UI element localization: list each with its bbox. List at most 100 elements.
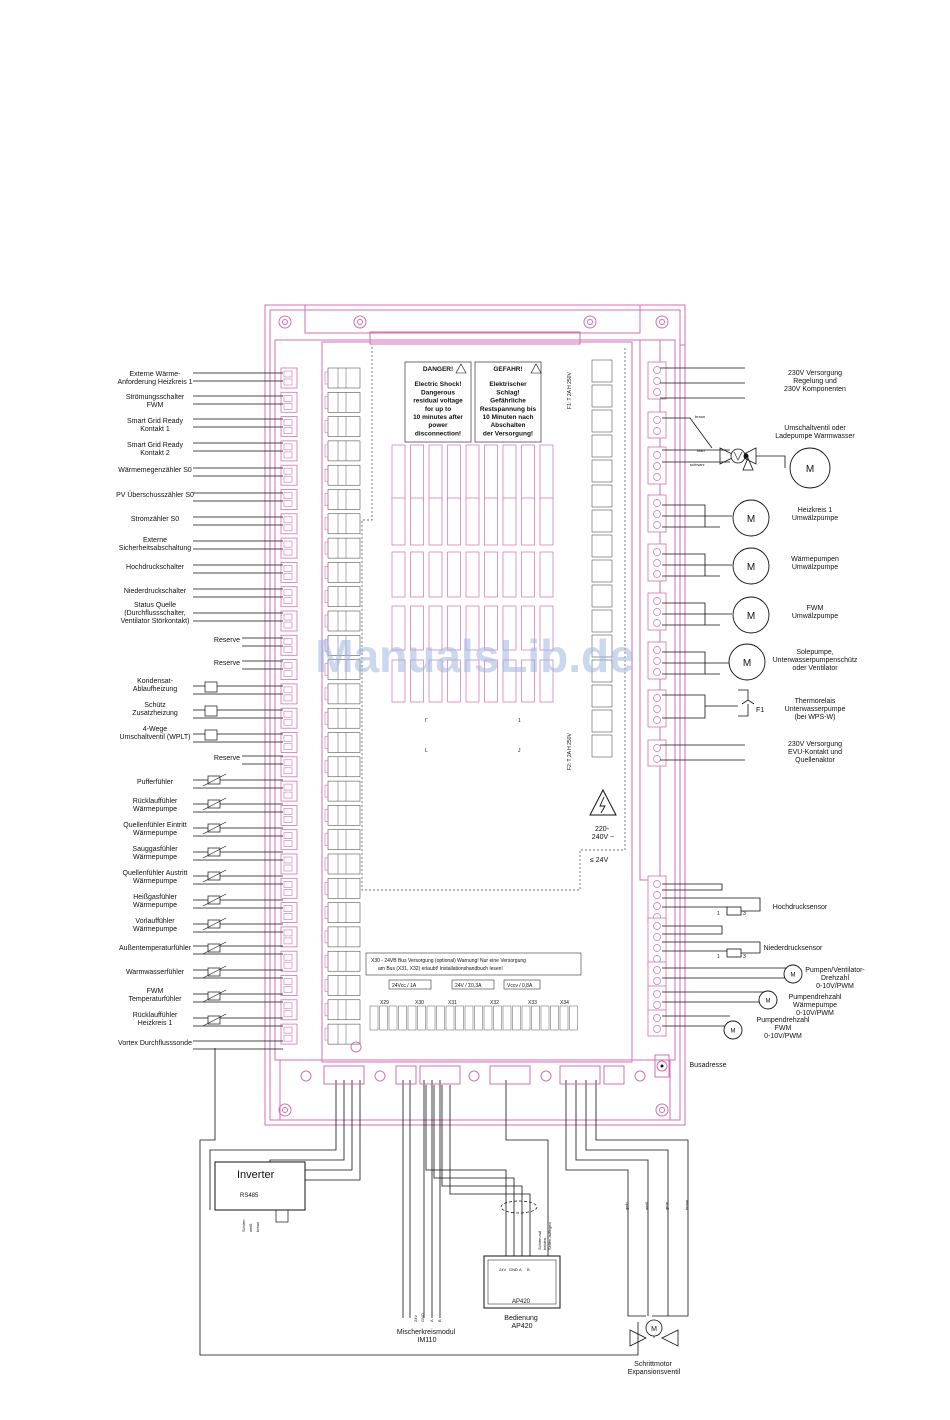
svg-text:B: B [437,1319,442,1322]
relay-mark-2: 1 [518,718,521,724]
left-labels: Externe Wärme-Anforderung Heizkreis 1 Str… [116,371,283,1050]
motor-7: M [731,1029,736,1035]
svg-text:RS485: RS485 [240,1193,259,1199]
svg-text:24V: 24V [413,1315,418,1322]
svg-text:A: A [429,1319,434,1322]
svg-text:Stromzähler S0: Stromzähler S0 [131,516,179,523]
watermark: ManualsLib.de [315,630,634,682]
wire-color-blue: blau [697,448,705,453]
right-terminal-strip [647,361,667,1037]
svg-text:Reserve: Reserve [214,755,240,762]
bottom-connector-row: X29 X30 X31 X32 X33 X34 [369,1000,578,1031]
svg-text:3: 3 [743,911,746,917]
svg-text:Busadresse: Busadresse [690,1062,727,1069]
f1-label: F1 [756,707,764,714]
bottom-wiring: M [199,1048,689,1356]
motor-0: M [806,464,814,475]
wire-color-black: schwarz [690,462,705,467]
svg-text:beiden: beiden [542,1238,547,1250]
svg-text:braun: braun [684,1200,689,1210]
bus-note-box: X30 - 24VB Bus Versorgung (optional) War… [365,952,582,990]
svg-text:gelb: gelb [624,1202,629,1210]
inverter-box: Inverter RS485 Schirm weiß braun [214,1161,306,1232]
svg-text:GND: GND [420,1313,425,1322]
svg-text:GND: GND [509,1267,518,1272]
stepper-wire-colors: gelb weiß grün braun [624,1200,689,1210]
svg-text:Hochdruckschalter: Hochdruckschalter [126,564,185,571]
left-terminal-strip [280,367,298,1045]
svg-text:weiß: weiß [644,1201,649,1210]
svg-text:X34: X34 [560,1000,569,1006]
motor-3: M [747,611,755,622]
motor-6: M [766,999,771,1005]
controller-board [264,304,686,1126]
svg-text:Außentemperaturfühler: Außentemperaturfühler [119,945,192,952]
svg-text:weiß: weiß [248,1223,253,1232]
lv-label: ≤ 24V [590,857,609,864]
svg-text:X32: X32 [490,1000,499,1006]
motor-4: M [743,658,751,669]
svg-text:X31: X31 [448,1000,457,1006]
svg-text:Kondensat-Ablaufheizung: Kondensat-Ablaufheizung [133,678,177,693]
hv-label: 220- 240V ~ [592,826,614,841]
svg-text:Niederdrucksensor: Niederdrucksensor [764,945,823,952]
stepper-motor-m: M [651,1326,657,1333]
svg-text:Vortex Durchflusssonde: Vortex Durchflusssonde [118,1040,192,1047]
svg-text:Externe Wärme-Anforderung Heiz: Externe Wärme-Anforderung Heizkreis 1 [117,371,192,386]
svg-text:X30 - 24VB Bus Versorgung (opt: X30 - 24VB Bus Versorgung (optional) War… [371,958,526,972]
svg-text:1: 1 [717,954,720,960]
motor-5: M [791,973,796,979]
svg-text:24V: 24V [499,1267,506,1272]
svg-text:Schirm: Schirm [241,1219,246,1232]
bus-address-switch[interactable] [654,1054,670,1078]
stepper-label: Schrittmotor Expansionsventil [628,1361,681,1376]
svg-text:Vccv / 0,8A: Vccv / 0,8A [507,983,533,989]
svg-text:X30: X30 [415,1000,424,1006]
svg-text:X33: X33 [528,1000,537,1006]
svg-text:3: 3 [743,954,746,960]
svg-text:Inverter: Inverter [237,1169,275,1181]
fuse-f1-label: F1: T 2A H 250V [567,372,573,409]
thermal-relay-icon: F1 [738,689,764,717]
svg-text:Reserve: Reserve [214,637,240,644]
relay-mark-4: J [518,748,521,754]
svg-text:PV Überschusszähler S0: PV Überschusszähler S0 [116,491,194,499]
relay-grid [391,359,613,758]
board-bottom-plugs [300,1041,646,1085]
svg-text:B: B [527,1267,530,1272]
mixer-label: Mischerkreismodul IM110 [397,1329,457,1344]
wire-color-brown: braun [695,414,705,419]
high-voltage-icon [589,788,617,816]
svg-text:X29: X29 [380,1000,389,1006]
svg-text:Hochdrucksensor: Hochdrucksensor [773,904,828,911]
svg-text:Schirm auf: Schirm auf [537,1230,542,1250]
svg-text:Pufferfühler: Pufferfühler [137,779,174,786]
svg-text:Warmwasserfühler: Warmwasserfühler [126,969,185,976]
